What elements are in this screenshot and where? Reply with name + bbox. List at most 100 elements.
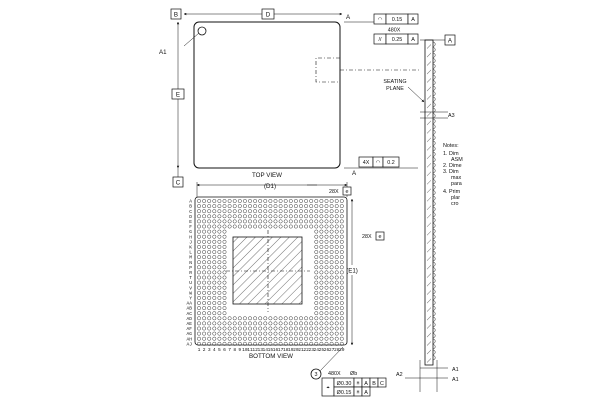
- solder-ball: [304, 336, 309, 341]
- solder-ball: [339, 214, 344, 219]
- solder-ball: [339, 326, 344, 331]
- solder-ball: [258, 321, 263, 326]
- solder-ball: [222, 244, 227, 249]
- note-3-circle: [310, 368, 322, 380]
- seating-plane-line-2: PLANE: [386, 86, 404, 92]
- solder-ball: [202, 260, 207, 265]
- pin-a1-label: A1: [159, 49, 167, 56]
- solder-ball: [283, 336, 288, 341]
- solder-ball: [319, 209, 324, 214]
- solder-ball: [258, 326, 263, 331]
- solder-ball: [314, 265, 319, 270]
- side-solder-ball: [432, 151, 436, 157]
- solder-ball: [324, 199, 329, 203]
- solder-ball: [197, 311, 201, 316]
- solder-ball: [324, 244, 329, 249]
- solder-ball: [314, 290, 319, 295]
- solder-ball: [217, 336, 222, 341]
- side-datum-a: A: [448, 38, 453, 45]
- solder-ball: [248, 336, 252, 341]
- solder-ball: [222, 290, 227, 295]
- solder-ball: [202, 209, 207, 214]
- solder-ball: [237, 321, 242, 326]
- solder-ball: [212, 204, 217, 209]
- solder-ball: [232, 341, 237, 346]
- solder-ball: [319, 229, 324, 234]
- solder-ball: [324, 311, 329, 316]
- solder-ball: [319, 275, 324, 280]
- side-solder-ball: [432, 327, 436, 333]
- solder-ball: [339, 331, 344, 336]
- row-label: K: [189, 245, 192, 251]
- solder-ball: [242, 209, 247, 214]
- side-solder-ball: [432, 52, 436, 58]
- solder-ball: [217, 239, 222, 244]
- solder-ball: [253, 204, 258, 209]
- solder-ball: [253, 224, 258, 229]
- solder-ball: [222, 316, 227, 321]
- solder-ball: [319, 285, 324, 290]
- solder-ball: [334, 219, 339, 224]
- solder-ball: [339, 321, 344, 326]
- solder-ball: [339, 219, 344, 224]
- solder-ball: [319, 219, 324, 224]
- solder-ball: [263, 209, 268, 214]
- four-x-sym: ◠: [376, 160, 381, 166]
- solder-ball: [334, 255, 339, 260]
- dimension-e-box: [171, 88, 185, 100]
- solder-ball: [329, 280, 334, 285]
- solder-ball: [212, 219, 217, 224]
- solder-ball: [314, 214, 319, 219]
- solder-ball: [242, 316, 247, 321]
- col-label: 5: [218, 347, 221, 353]
- solder-ball: [197, 295, 201, 300]
- solder-ball: [212, 260, 217, 265]
- solder-ball: [202, 214, 207, 219]
- solder-ball: [207, 270, 212, 275]
- solder-ball: [288, 199, 293, 203]
- solder-ball: [222, 199, 227, 203]
- solder-ball: [334, 244, 339, 249]
- solder-ball: [202, 234, 207, 239]
- row-label: L: [189, 250, 192, 256]
- solder-ball: [227, 316, 232, 321]
- pos2-m: M: [357, 390, 360, 396]
- solder-ball: [324, 301, 329, 305]
- solder-ball: [314, 275, 319, 280]
- solder-ball: [324, 306, 329, 311]
- package-body-top: [193, 21, 341, 169]
- solder-ball: [293, 336, 298, 341]
- solder-ball: [314, 250, 319, 254]
- col-label: 6: [223, 347, 226, 353]
- solder-ball: [324, 331, 329, 336]
- side-solder-ball: [432, 245, 436, 251]
- solder-ball: [329, 250, 334, 254]
- side-solder-ball: [432, 206, 436, 212]
- solder-ball: [293, 224, 298, 229]
- solder-ball: [324, 290, 329, 295]
- solder-ball: [273, 214, 278, 219]
- solder-ball: [232, 316, 237, 321]
- solder-ball: [212, 265, 217, 270]
- side-solder-ball: [432, 300, 436, 306]
- solder-ball: [232, 224, 237, 229]
- side-solder-ball: [432, 228, 436, 234]
- solder-ball: [288, 321, 293, 326]
- solder-ball: [299, 331, 303, 336]
- solder-ball: [217, 301, 222, 305]
- note-line: cro: [451, 201, 459, 207]
- solder-ball: [309, 199, 314, 203]
- solder-ball: [304, 326, 309, 331]
- solder-ball: [253, 336, 258, 341]
- solder-ball: [232, 321, 237, 326]
- solder-ball: [237, 224, 242, 229]
- solder-ball: [283, 204, 288, 209]
- solder-ball: [197, 321, 201, 326]
- solder-ball: [314, 285, 319, 290]
- solder-ball: [319, 326, 324, 331]
- solder-ball: [207, 265, 212, 270]
- side-solder-ball: [432, 85, 436, 91]
- solder-ball: [227, 224, 232, 229]
- solder-ball: [309, 214, 314, 219]
- solder-ball: [293, 331, 298, 336]
